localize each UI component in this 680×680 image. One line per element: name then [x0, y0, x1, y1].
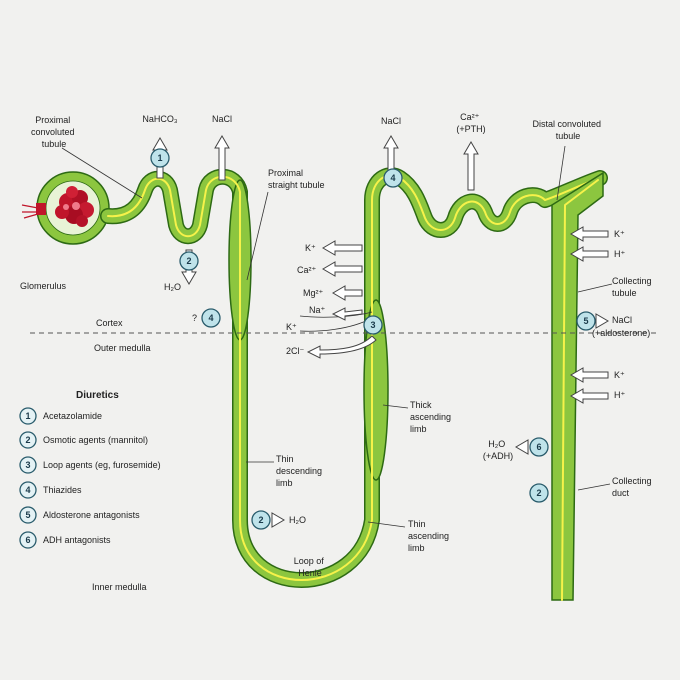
label-collecting-duct: Collecting duct: [612, 476, 654, 498]
glomerulus-tuft: [21, 186, 94, 227]
arrow-mg-tal: [332, 285, 363, 301]
label-k-tal: K⁺: [305, 243, 316, 253]
legend-title: Diuretics: [76, 390, 119, 401]
label-glomerulus: Glomerulus: [20, 281, 67, 291]
label-h-ct-2: H⁺: [614, 390, 625, 400]
svg-text:ADH antagonists: ADH antagonists: [43, 535, 111, 545]
label-2cl-tal: 2Cl⁻: [286, 346, 305, 356]
arrow-ca: [463, 141, 479, 191]
label-nacl-dct: NaCl: [381, 116, 401, 126]
svg-text:2: 2: [25, 435, 30, 445]
svg-text:5: 5: [25, 510, 30, 520]
label-question: ?: [192, 313, 197, 323]
svg-text:Thiazides: Thiazides: [43, 485, 82, 495]
svg-text:Osmotic agents (mannitol): Osmotic agents (mannitol): [43, 435, 148, 445]
label-proximal-straight: Proximal straight tubule: [268, 168, 325, 190]
legend-item: 4 Thiazides: [19, 481, 82, 499]
badge-5-ct: 5: [576, 311, 596, 331]
label-h2o-adh: H₂O (+ADH): [483, 439, 513, 461]
badge-1-pct: 1: [150, 148, 170, 168]
badge-6-cd: 6: [529, 437, 549, 457]
svg-text:2: 2: [186, 256, 191, 266]
label-thin-descending: Thin descending limb: [276, 454, 325, 488]
arrow-h-ct1: [570, 246, 609, 262]
svg-text:2: 2: [258, 515, 263, 525]
label-k-tal-2: K⁺: [286, 322, 297, 332]
badge-4-pct: 4: [201, 308, 221, 328]
label-cortex: Cortex: [96, 318, 123, 328]
badge-2-loop: 2: [251, 510, 271, 530]
arrow-ca-tal: [322, 261, 363, 277]
label-h2o-loop: H₂O: [289, 515, 306, 525]
svg-text:4: 4: [208, 313, 213, 323]
label-ca-pth: Ca²⁺ (+PTH): [456, 112, 485, 134]
svg-text:4: 4: [390, 173, 395, 183]
label-loop-of-henle: Loop of Henle: [294, 556, 327, 578]
collecting-duct-tube: [551, 171, 604, 601]
transport-arrows: [152, 135, 609, 528]
svg-text:2: 2: [536, 488, 541, 498]
label-h-ct-1: H⁺: [614, 249, 625, 259]
legend-item: 2 Osmotic agents (mannitol): [19, 431, 148, 449]
label-nahco3: NaHCO₃: [142, 114, 178, 124]
badge-3-tal: 3: [363, 315, 383, 335]
label-proximal-convoluted: Proximal convoluted tubule: [31, 115, 77, 149]
svg-text:6: 6: [25, 535, 30, 545]
svg-text:5: 5: [583, 316, 588, 326]
legend-item: 3 Loop agents (eg, furosemide): [19, 456, 161, 474]
badge-4-dct: 4: [383, 168, 403, 188]
label-k-ct-1: K⁺: [614, 229, 625, 239]
label-thick-ascending: Thick ascending limb: [410, 400, 454, 434]
legend-item: 1 Acetazolamide: [19, 407, 102, 425]
badge-2-pct: 2: [179, 251, 199, 271]
legend-item: 6 ADH antagonists: [19, 531, 111, 549]
arrow-h2o-adh: [515, 439, 529, 455]
svg-text:Acetazolamide: Acetazolamide: [43, 411, 102, 421]
leader-lines: [61, 145, 613, 528]
svg-text:6: 6: [536, 442, 541, 452]
label-nacl-pct: NaCl: [212, 114, 232, 124]
label-h2o-pct: H₂O: [164, 282, 181, 292]
arrow-h2o-loop: [271, 512, 285, 528]
label-collecting-tubule: Collecting tubule: [612, 276, 654, 298]
svg-text:Loop agents (eg, furosemide): Loop agents (eg, furosemide): [43, 460, 161, 470]
arrow-h-ct2: [570, 388, 609, 404]
svg-text:3: 3: [25, 460, 30, 470]
arrow-k-ct2: [570, 367, 609, 383]
label-ca-tal: Ca²⁺: [297, 265, 317, 275]
label-distal-convoluted: Distal convoluted tubule: [532, 119, 603, 141]
svg-text:4: 4: [25, 485, 30, 495]
label-nacl-aldo: NaCl (+aldosterone): [592, 315, 650, 338]
arrow-2cl-tal: [306, 335, 377, 359]
svg-text:Aldosterone antagonists: Aldosterone antagonists: [43, 510, 140, 520]
arrow-nacl-dct: [383, 135, 399, 173]
label-outer-medulla: Outer medulla: [94, 343, 151, 353]
label-inner-medulla: Inner medulla: [92, 582, 147, 592]
label-thin-ascending: Thin ascending limb: [408, 519, 452, 553]
arrow-k-ct1: [570, 226, 609, 242]
svg-text:3: 3: [370, 320, 375, 330]
structure-labels: Proximal convoluted tubule NaHCO₃ NaCl P…: [20, 112, 654, 592]
label-na-tal: Na⁺: [309, 305, 326, 315]
badge-2-cd: 2: [529, 483, 549, 503]
arrow-k-tal: [322, 240, 363, 256]
diuretic-site-badges: 1 2 4 4 3 5 6 2 2: [150, 148, 596, 530]
svg-text:1: 1: [157, 153, 162, 163]
diuretics-legend: Diuretics 1 Acetazolamide 2 Osmotic agents…: [19, 390, 161, 549]
arrow-nacl-pct: [214, 135, 230, 181]
svg-text:1: 1: [25, 411, 30, 421]
arrow-na-tal: [331, 307, 363, 321]
label-mg-tal: Mg²⁺: [303, 288, 323, 298]
nephron-tubule: [100, 167, 608, 588]
legend-item: 5 Aldosterone antagonists: [19, 506, 140, 524]
label-k-ct-2: K⁺: [614, 370, 625, 380]
arrow-nacl-aldo: [595, 313, 609, 329]
